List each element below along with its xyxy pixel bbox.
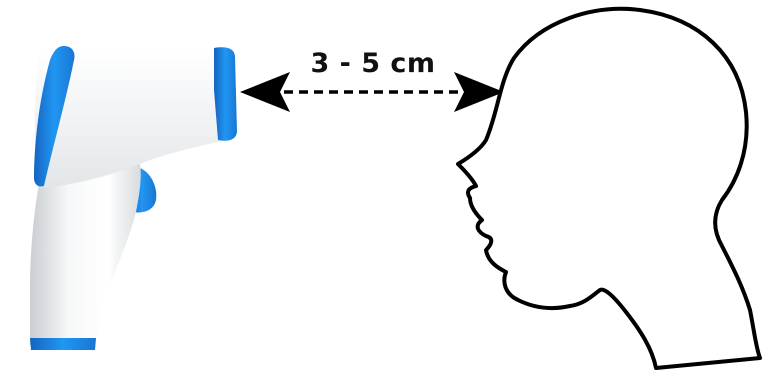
head-profile-icon	[456, 6, 762, 370]
arrow-left-head	[240, 72, 290, 112]
double-headed-arrow-icon	[240, 72, 504, 112]
thermometer-handle	[30, 164, 141, 345]
infrared-thermometer-icon	[30, 46, 237, 350]
thermometer-back-rim	[34, 46, 75, 187]
arrow-right-head	[454, 72, 504, 112]
thermometer-head	[34, 46, 228, 188]
thermometer-handle-cap	[30, 338, 96, 350]
distance-label: 3 - 5 cm	[310, 48, 436, 79]
thermometer-front-rim	[214, 47, 237, 141]
